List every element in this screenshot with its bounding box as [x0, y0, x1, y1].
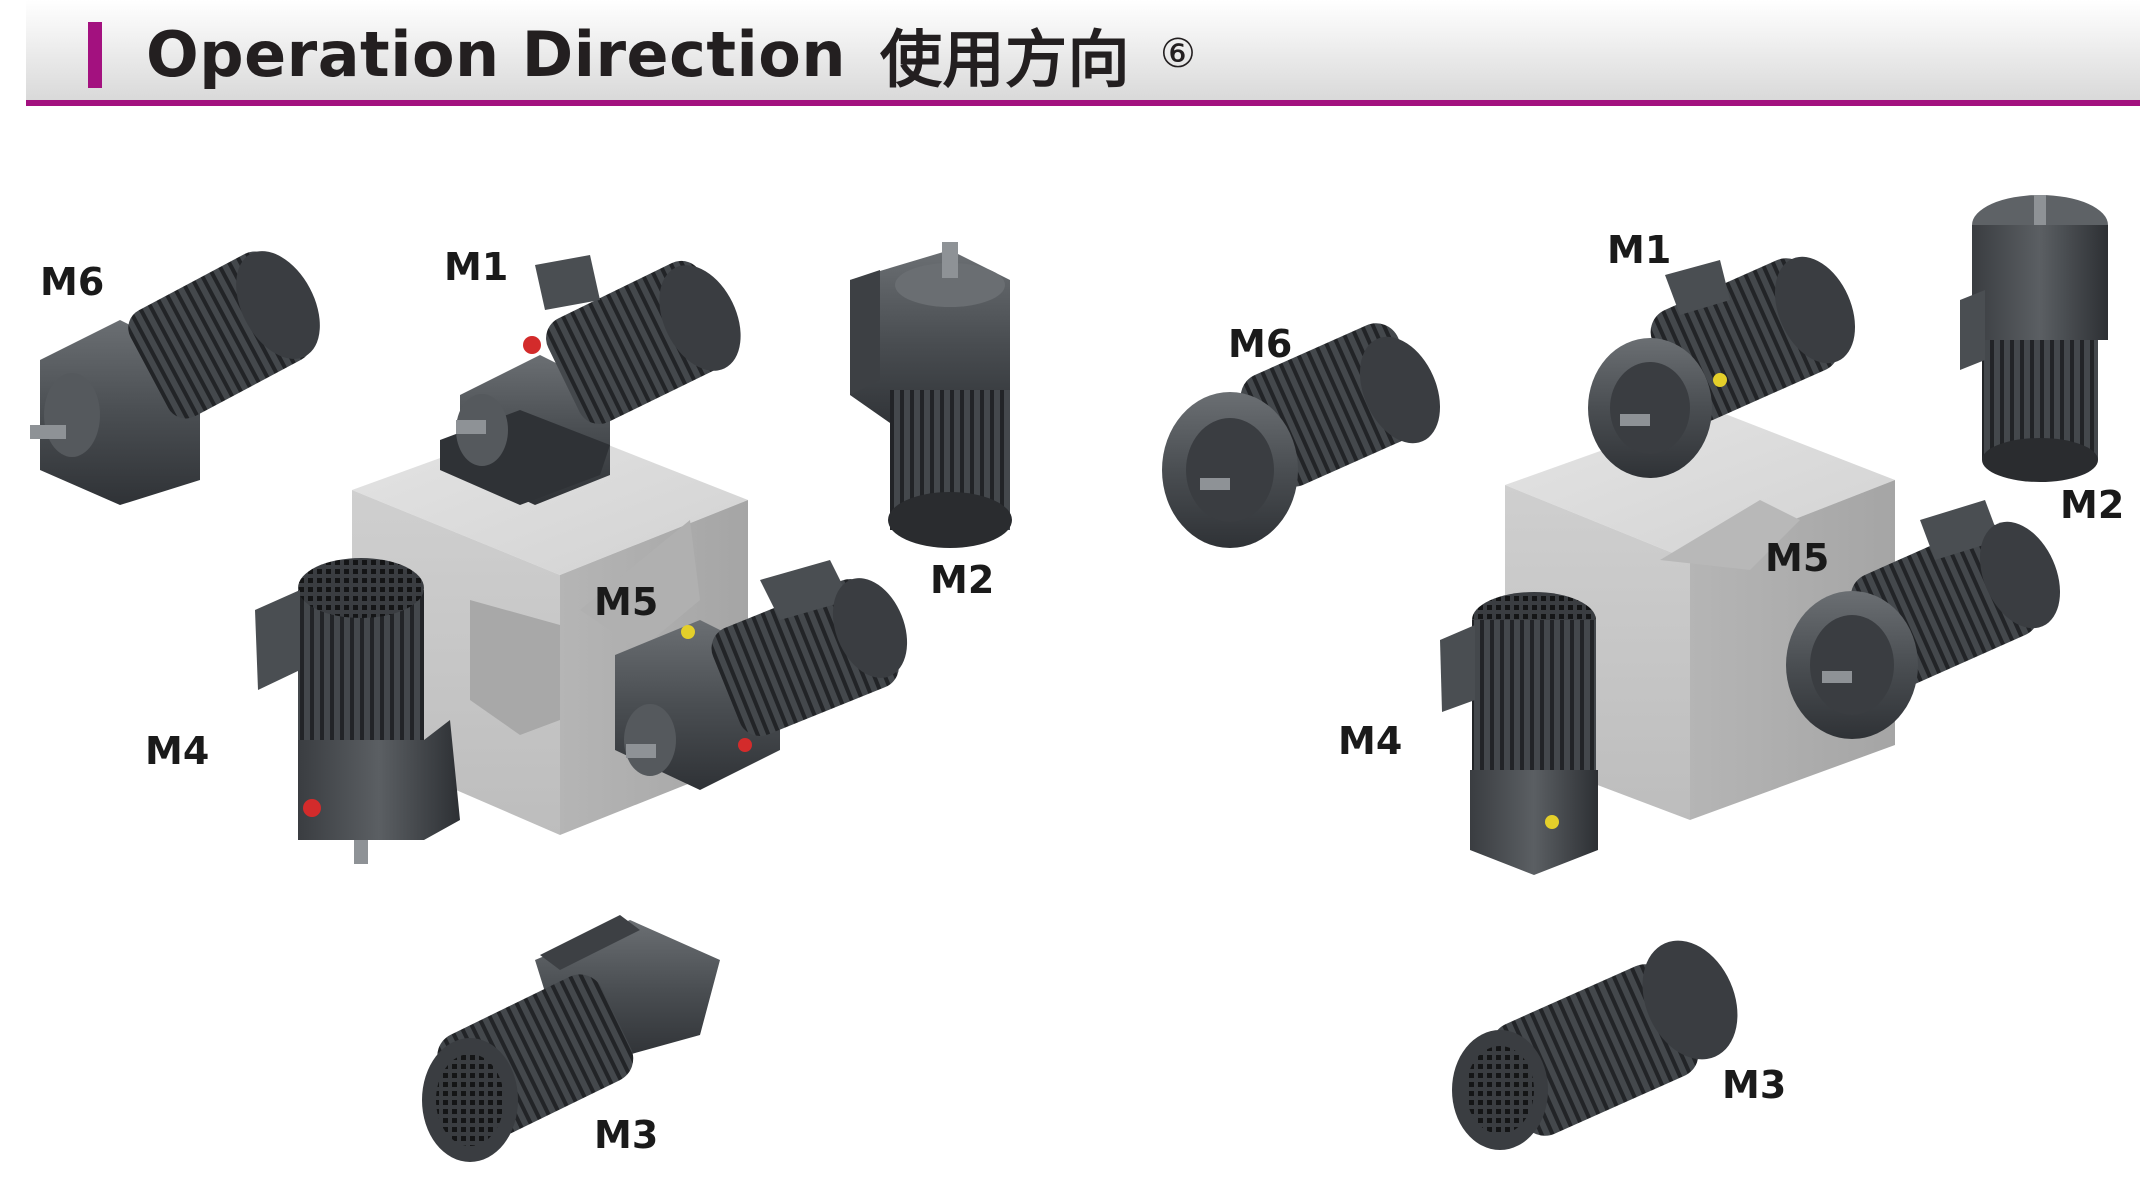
label-m6: M6	[1228, 322, 1292, 366]
motor-m1	[1588, 256, 1856, 478]
label-m2: M2	[2060, 483, 2124, 527]
label-m1: M1	[444, 245, 508, 289]
motor-m3	[1452, 940, 1738, 1150]
title-accent-bar	[88, 22, 102, 88]
title-english: Operation Direction	[146, 17, 846, 91]
motor-m1	[440, 255, 741, 505]
title-chinese: 使用方向	[879, 23, 1130, 96]
label-m3: M3	[594, 1113, 658, 1157]
right-diagram: M1 M6 M2 M5 M4 M3	[1162, 195, 2124, 1150]
label-m3: M3	[1722, 1063, 1786, 1107]
motor-m5	[615, 560, 908, 790]
motor-m4	[255, 558, 460, 864]
motor-m6	[1162, 323, 1441, 548]
section-number: ⑥	[1160, 31, 1197, 77]
motor-m4	[1440, 592, 1598, 875]
motor-m6	[30, 251, 320, 505]
motor-m5	[1786, 500, 2061, 739]
page-title: Operation Direction 使用方向 ⑥	[146, 14, 1197, 97]
header-band	[26, 0, 2140, 100]
left-diagram: M6 M1 M2 M5 M4 M3	[30, 242, 1012, 1162]
motor-m3	[422, 915, 720, 1162]
header-rule	[26, 100, 2140, 106]
motor-m2	[1960, 195, 2108, 482]
label-m4: M4	[1338, 719, 1402, 763]
label-m1: M1	[1607, 228, 1671, 272]
label-m5: M5	[594, 580, 658, 624]
label-m2: M2	[930, 558, 994, 602]
label-m4: M4	[145, 729, 209, 773]
label-m5: M5	[1765, 536, 1829, 580]
label-m6: M6	[40, 260, 104, 304]
motor-m2	[850, 242, 1012, 548]
